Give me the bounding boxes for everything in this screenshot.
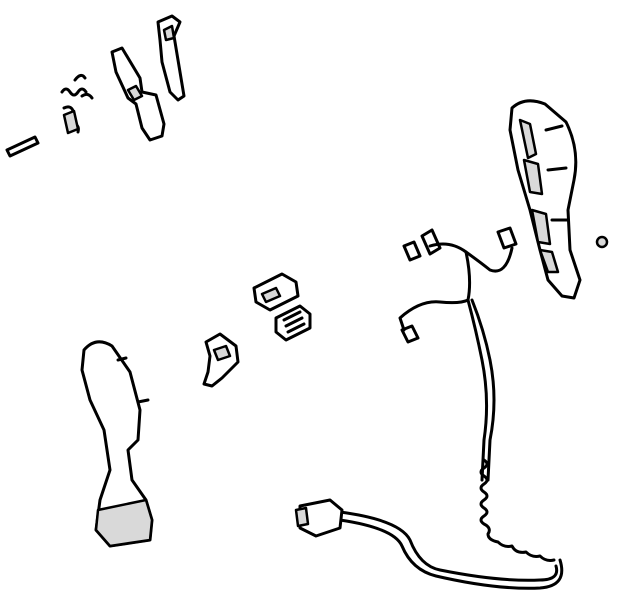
trigger-part bbox=[110, 46, 166, 142]
plug-part bbox=[294, 498, 344, 538]
wire-harness-part bbox=[338, 242, 564, 590]
switch-cap-part bbox=[252, 272, 300, 312]
connector-part bbox=[400, 226, 518, 344]
pin-part bbox=[5, 135, 40, 158]
housing-right-part bbox=[508, 99, 582, 300]
housing-left-part bbox=[80, 340, 154, 548]
switch-block-part bbox=[274, 304, 312, 342]
spring-part bbox=[60, 73, 94, 135]
ball-part bbox=[595, 235, 609, 249]
lever-part bbox=[156, 14, 186, 102]
bracket-part bbox=[202, 332, 240, 388]
